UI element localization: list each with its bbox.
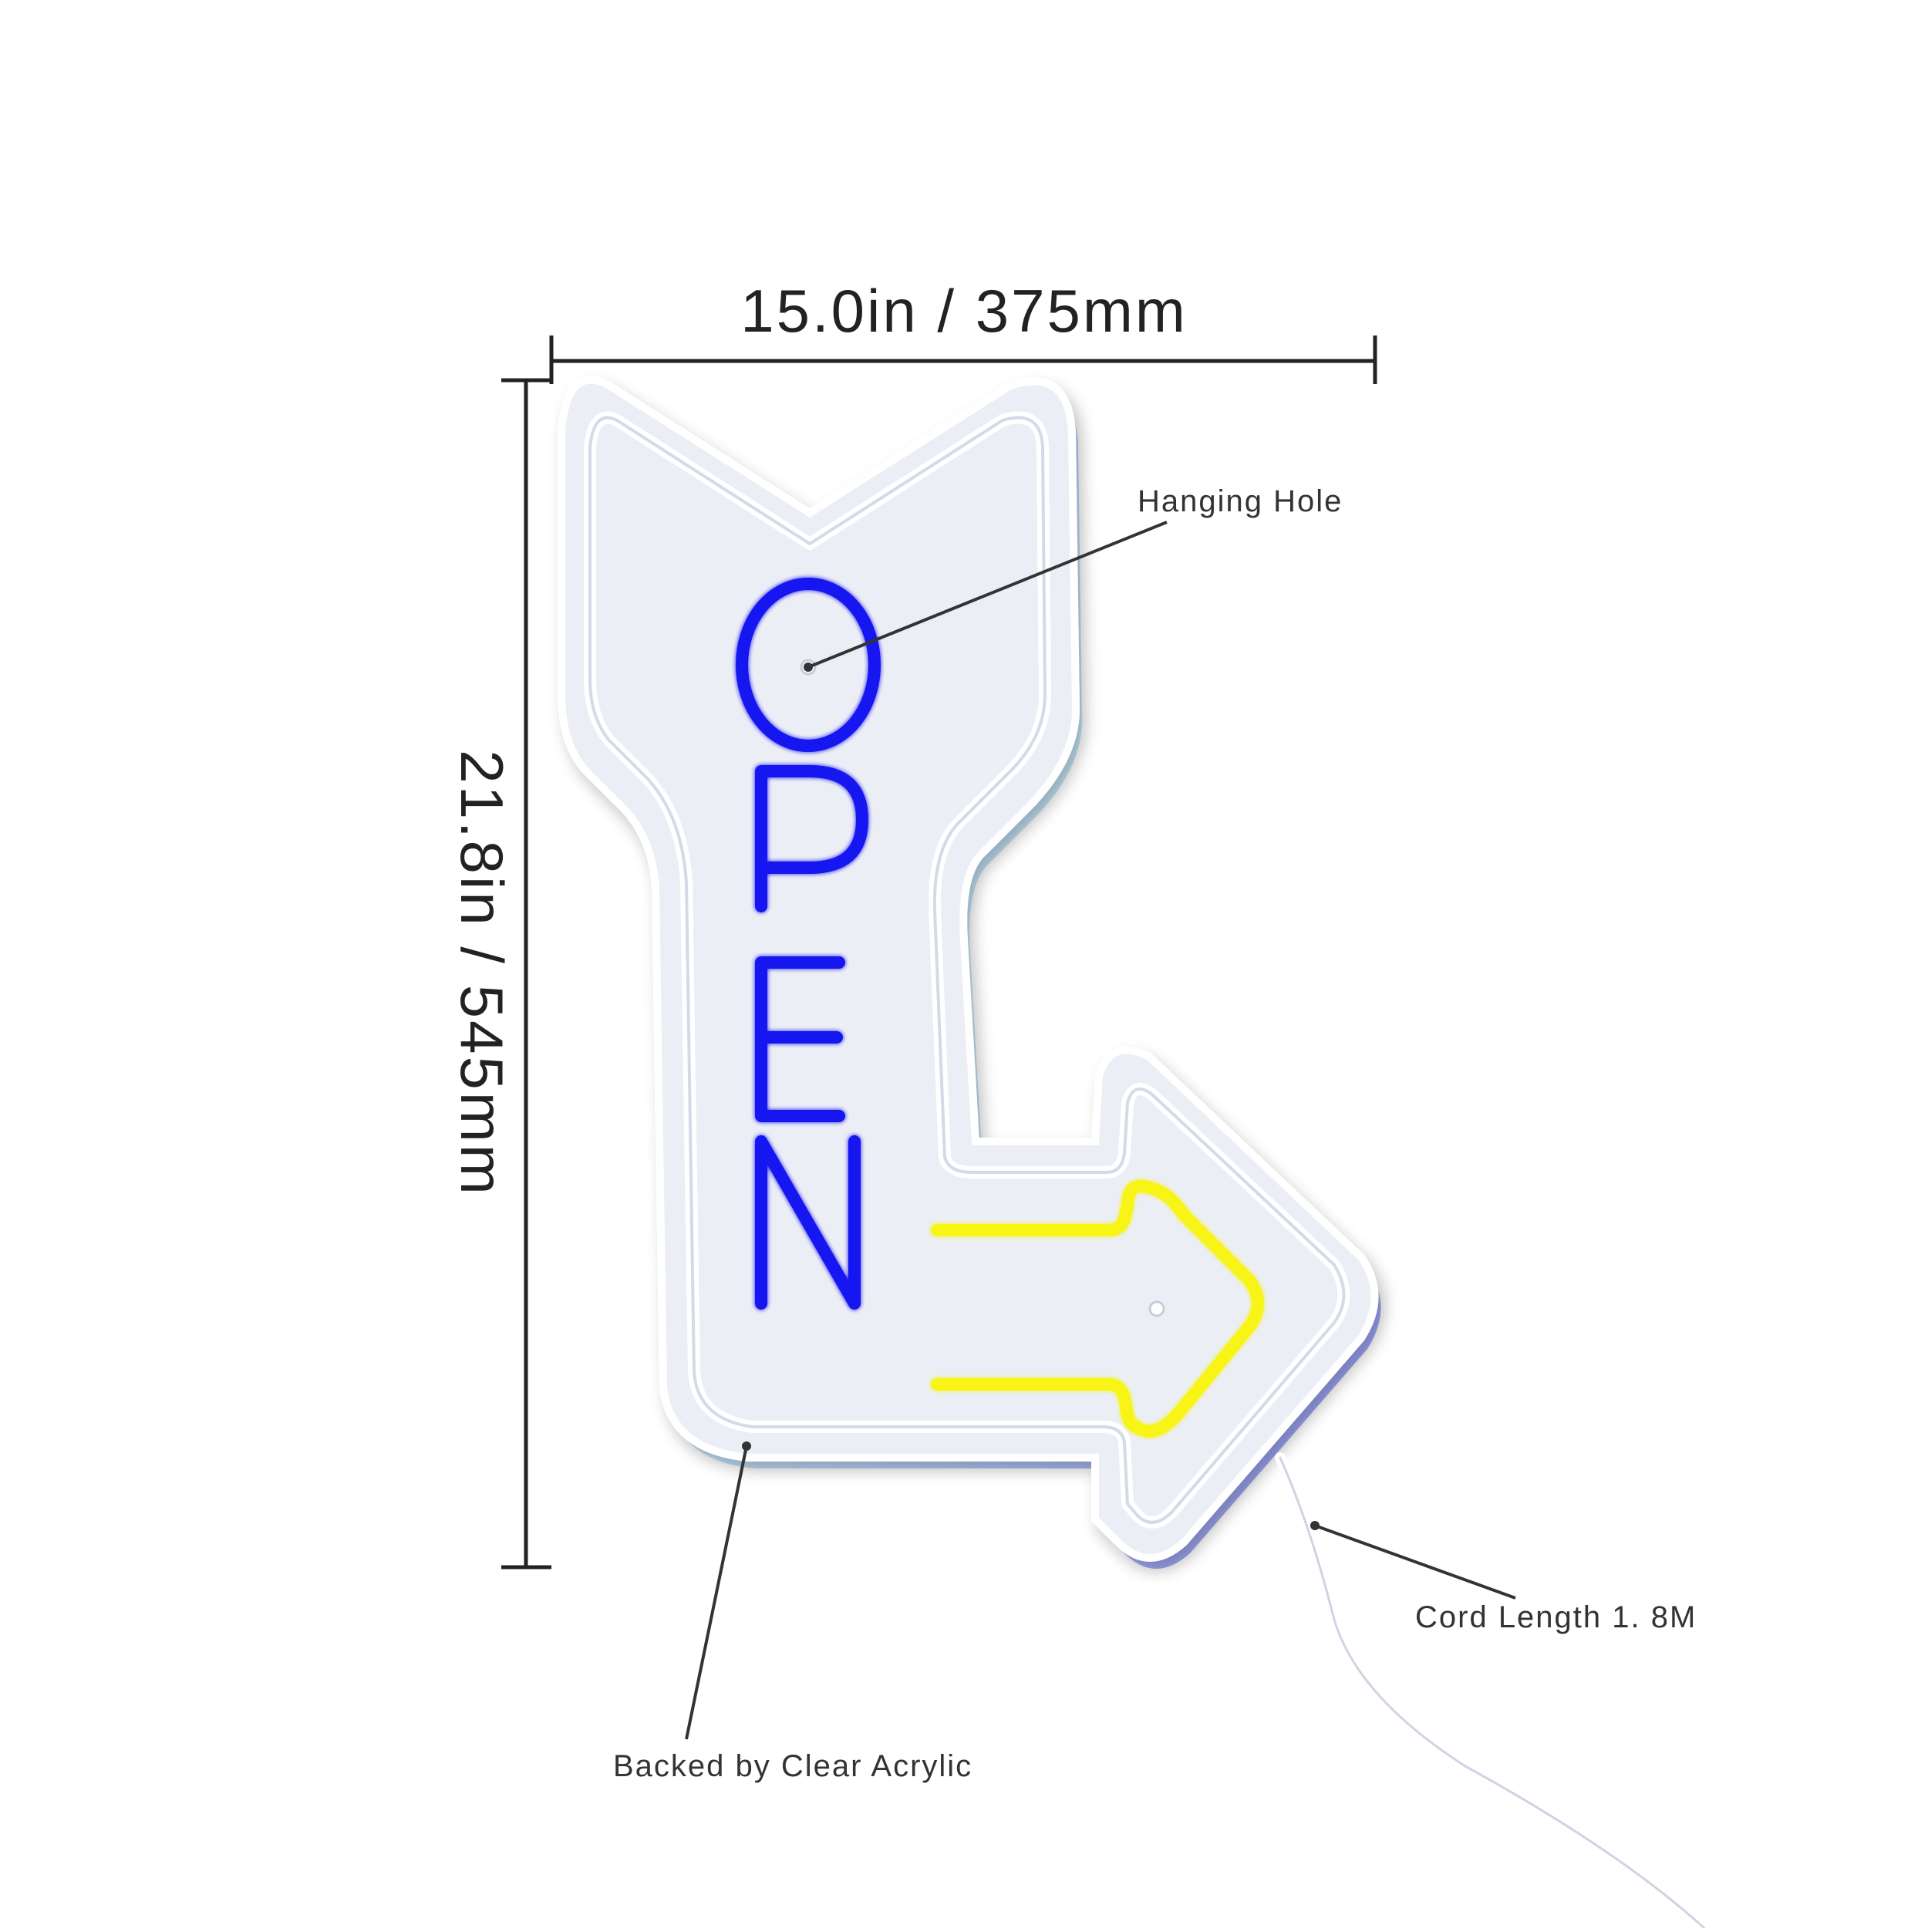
power-cord	[1275, 1452, 1710, 1932]
backing-leader	[685, 1445, 748, 1740]
letter-e	[755, 956, 845, 1122]
backing-callout: Backed by Clear Acrylic	[613, 1749, 972, 1783]
hanging-hole-dot	[804, 663, 813, 672]
hanging-hole-right	[1148, 1300, 1165, 1317]
power-cord-shade	[1279, 1456, 1706, 1930]
backing-dot	[742, 1441, 751, 1451]
letter-p	[755, 765, 868, 912]
arrow-neon	[931, 1179, 1264, 1438]
cord-dot	[1310, 1521, 1320, 1530]
cord-leader	[1314, 1524, 1516, 1600]
height-dimension	[501, 378, 551, 1570]
cord-callout: Cord Length 1. 8M	[1415, 1600, 1697, 1634]
hanging-hole-callout: Hanging Hole	[1138, 484, 1343, 518]
open-text-neon	[736, 578, 881, 1310]
hanging-hole-leader	[807, 521, 1168, 669]
letter-o	[736, 578, 881, 752]
width-dimension	[549, 335, 1377, 384]
width-label: 15.0in / 375mm	[740, 277, 1188, 345]
height-label: 21.8in / 545mm	[448, 750, 516, 1197]
outline-tube-shade	[588, 416, 1346, 1524]
letter-n	[755, 1135, 861, 1310]
